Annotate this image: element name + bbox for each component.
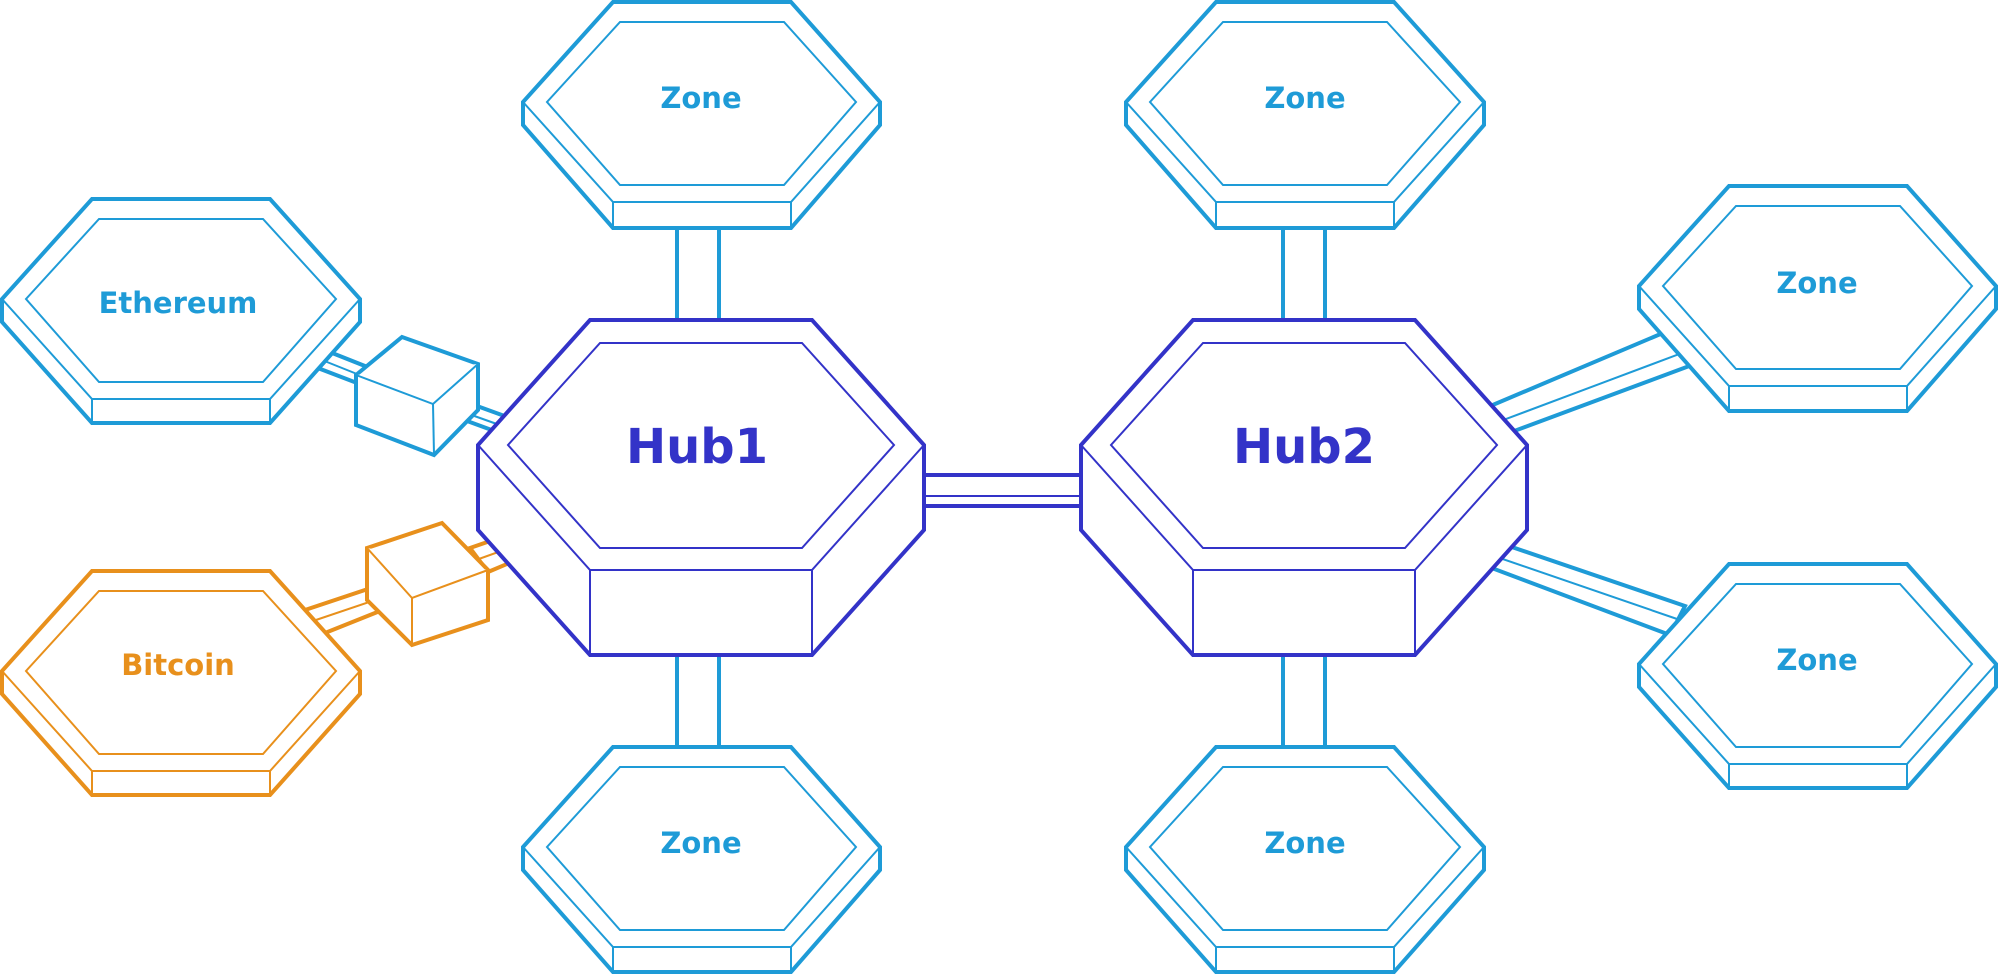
hub1-hub2-bridge: [913, 473, 1095, 508]
zone-label: Zone: [1776, 643, 1857, 677]
zone-ethereum: Ethereum: [0, 197, 362, 425]
zone-label: Zone: [1776, 266, 1857, 300]
ethereum-peg-bridge: [307, 334, 513, 458]
zone-hub2-top: Zone: [1124, 0, 1486, 230]
zone-label: Zone: [660, 81, 741, 115]
zone-hub2-lower-right: Zone: [1637, 562, 1998, 790]
bitcoin-peg-bridge: [302, 520, 544, 648]
link-hub2-upper-right-zone: [1477, 327, 1694, 443]
hub2-node: Hub2: [1079, 318, 1529, 657]
zone-hub2-bottom: Zone: [1124, 745, 1486, 974]
zone-hub1-top: Zone: [521, 0, 882, 230]
hub1-label: Hub1: [626, 419, 768, 475]
zone-label: Zone: [1264, 81, 1345, 115]
zone-hub1-bottom: Zone: [521, 745, 882, 974]
zone-label: Zone: [1264, 826, 1345, 860]
zone-hub2-upper-right: Zone: [1637, 184, 1998, 413]
hub2-label: Hub2: [1233, 419, 1375, 475]
hub1-node: Hub1: [476, 318, 926, 657]
ethereum-label: Ethereum: [99, 286, 258, 320]
bitcoin-label: Bitcoin: [121, 648, 235, 682]
zone-label: Zone: [660, 826, 741, 860]
zone-bitcoin: Bitcoin: [0, 569, 362, 797]
